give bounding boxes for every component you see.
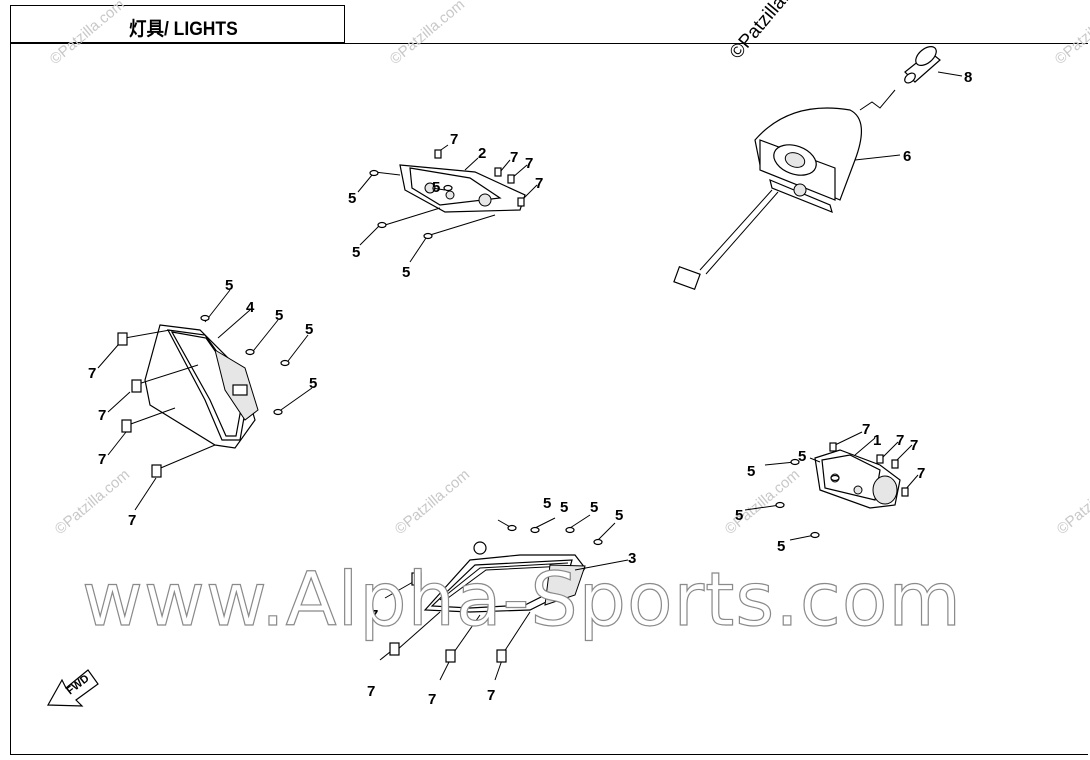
callout-label: 7: [862, 421, 870, 438]
callout-label: 7: [367, 683, 375, 700]
callout-label: 5: [747, 463, 755, 480]
callout-label: 5: [560, 499, 568, 516]
patzilla-watermark: ©Patzilla.com: [722, 466, 803, 538]
callout-label: 5: [432, 179, 440, 196]
part-4-headlight-left: [97, 289, 313, 511]
callout-label: 5: [225, 277, 233, 294]
callout-label: 5: [590, 499, 598, 516]
callout-label: 3: [628, 550, 636, 567]
patzilla-watermarks: ©Patzilla.com ©Patzilla.com ©Patzilla.co…: [47, 0, 1090, 538]
callout-label: 5: [275, 307, 283, 324]
part-3-headlight-lower: [379, 514, 629, 681]
part-2-light-bracket: [357, 144, 538, 263]
callout-label: 7: [896, 432, 904, 449]
callout-label: 5: [798, 448, 806, 465]
part-8-bulb: [904, 46, 963, 84]
callout-label: 7: [88, 365, 96, 382]
patzilla-corner-watermark: ©Patzilla.: [726, 0, 794, 63]
callout-label: 7: [510, 149, 518, 166]
callout-label: 1: [873, 432, 881, 449]
callout-label: 5: [543, 495, 551, 512]
callout-label: 5: [352, 244, 360, 261]
patzilla-watermark: ©Patzilla.com: [52, 466, 133, 538]
page-title: 灯具/ LIGHTS: [129, 19, 238, 40]
callout-label: 7: [917, 465, 925, 482]
callout-label: 7: [98, 407, 106, 424]
callout-label: 5: [305, 321, 313, 338]
callout-label: 5: [777, 538, 785, 555]
callout-label: 5: [735, 507, 743, 524]
callout-label: 4: [246, 299, 255, 316]
callout-label: 7: [525, 155, 533, 172]
patzilla-watermark: ©Patzilla.com: [47, 0, 128, 68]
patzilla-watermark: ©Patzilla.com: [387, 0, 468, 68]
patzilla-watermark: ©Patzilla.com: [1054, 466, 1090, 538]
part-6-taillight: [673, 89, 901, 291]
callout-label: 7: [428, 691, 436, 708]
title-box: 灯具/ LIGHTS: [10, 5, 345, 43]
callout-label: 5: [402, 264, 410, 281]
callout-label: 7: [910, 437, 918, 454]
callout-label: 5: [615, 507, 623, 524]
callout-label: 5: [309, 375, 317, 392]
callout-label: 6: [903, 148, 911, 165]
part-1-light-right: [744, 431, 919, 541]
callout-label: 7: [450, 131, 458, 148]
diagram-frame: [10, 43, 1088, 755]
callout-label: 2: [478, 145, 486, 162]
callout-label: 7: [370, 607, 378, 624]
callout-label: 7: [98, 451, 106, 468]
callout-label: 8: [964, 69, 972, 86]
callout-label: 5: [348, 190, 356, 207]
callout-label: 7: [535, 175, 543, 192]
fwd-arrow-icon: FWD: [46, 669, 99, 707]
alpha-sports-watermark: www.Alpha-Sports.com: [82, 557, 962, 643]
patzilla-watermark: ©Patzilla.com: [392, 466, 473, 538]
patzilla-watermark: ©Patzilla.com: [1052, 0, 1090, 68]
callout-label: 7: [128, 512, 136, 529]
callout-label: 7: [487, 687, 495, 704]
